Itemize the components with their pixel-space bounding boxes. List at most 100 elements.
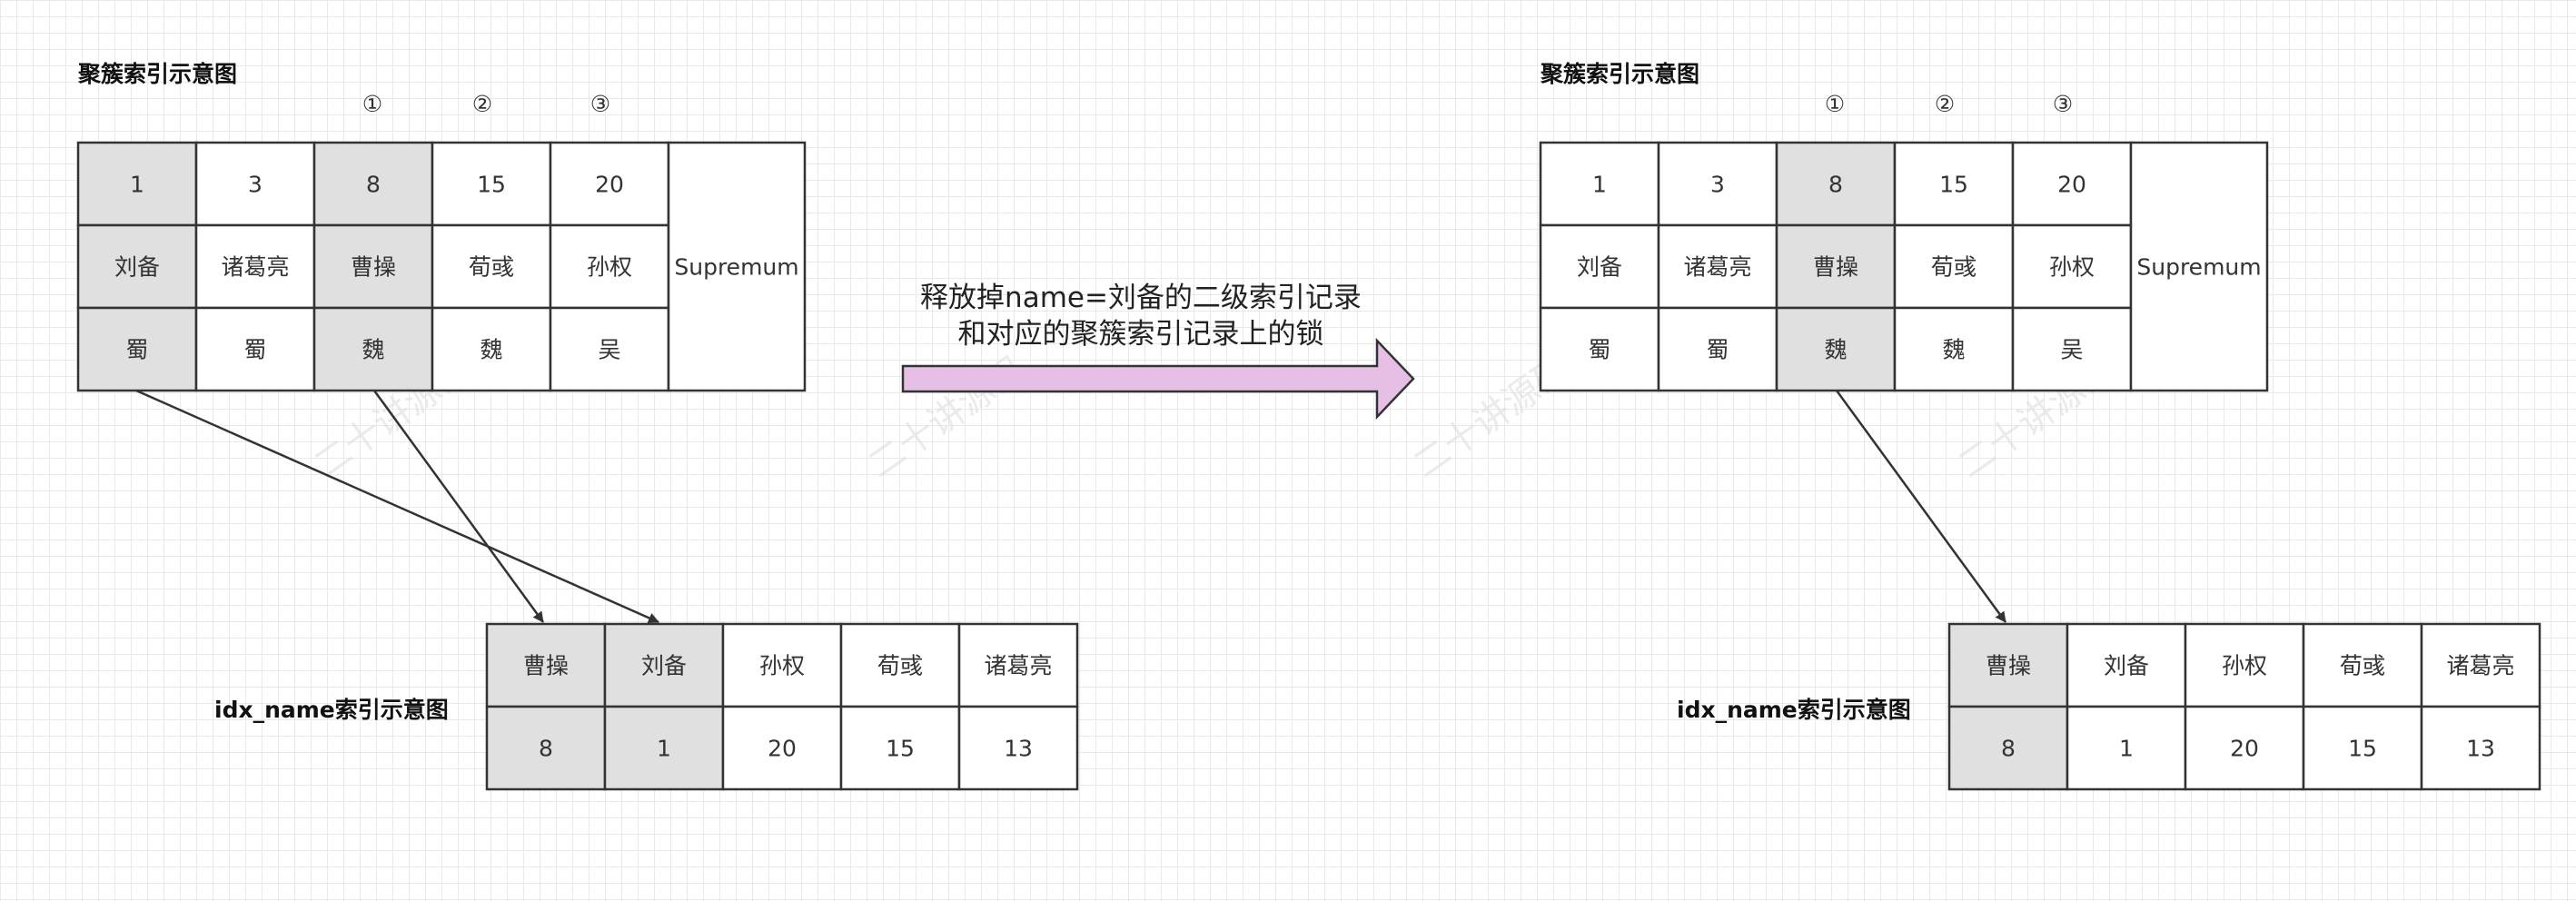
- secondary-cell-text: 孙权: [759, 653, 805, 679]
- clustered-cell: [1893, 306, 2015, 392]
- secondary-cell: [2184, 622, 2305, 708]
- clustered-cell-text: 15: [477, 172, 506, 198]
- supremum-cell: [2129, 141, 2269, 392]
- clustered-cell: [1539, 306, 1660, 392]
- secondary-cell-text: 诸葛亮: [984, 653, 1052, 679]
- clustered-cell: [312, 141, 434, 227]
- secondary-cell: [839, 622, 961, 708]
- clustered-cell: [431, 306, 552, 392]
- secondary-cell-text: 孙权: [2222, 653, 2267, 679]
- clustered-cell-text: 荀彧: [469, 254, 514, 281]
- secondary-cell: [2420, 622, 2541, 708]
- secondary-cell-text: 曹操: [1986, 653, 2031, 679]
- secondary-cell: [721, 705, 843, 791]
- secondary-index-table: 曹操 刘备 孙权 荀彧 诸葛亮 8 1 20 15 13: [1947, 622, 2541, 791]
- secondary-cell: [603, 705, 725, 791]
- secondary-cell-text: 8: [2001, 736, 2016, 762]
- marker-1: ①: [362, 91, 382, 117]
- secondary-cell-text: 15: [886, 736, 915, 762]
- clustered-cell: [549, 223, 670, 310]
- secondary-cell-text: 13: [1004, 736, 1033, 762]
- secondary-cell-text: 20: [768, 736, 797, 762]
- clustered-cell-text: 蜀: [1588, 337, 1610, 363]
- clustered-cell-text: 曹操: [351, 254, 396, 281]
- link-arrow: [1835, 390, 2007, 623]
- clustered-cell: [549, 306, 670, 392]
- secondary-cell-text: 刘备: [2104, 653, 2149, 679]
- link-arrow: [372, 390, 545, 623]
- marker-3: ③: [2053, 91, 2073, 117]
- clustered-index-title: 聚簇索引示意图: [1540, 61, 1699, 87]
- secondary-cell-text: 荀彧: [2340, 653, 2385, 679]
- clustered-cell-text: 吴: [598, 337, 620, 363]
- secondary-cell-text: 荀彧: [877, 653, 923, 679]
- secondary-cell: [485, 705, 607, 791]
- secondary-cell-text: 诸葛亮: [2446, 653, 2514, 679]
- clustered-cell: [312, 306, 434, 392]
- secondary-cell: [2420, 705, 2541, 791]
- clustered-cell-text: 1: [130, 172, 144, 198]
- clustered-cell-text: 8: [1828, 172, 1843, 198]
- secondary-index-table: 曹操 刘备 孙权 荀彧 诸葛亮 8 1 20 15 13: [485, 622, 1079, 791]
- clustered-cell-text: 刘备: [1577, 254, 1622, 281]
- marker-2: ②: [1935, 91, 1955, 117]
- clustered-cell-text: 1: [1592, 172, 1607, 198]
- clustered-cell-text: 蜀: [1706, 337, 1729, 363]
- clustered-cell: [1775, 141, 1897, 227]
- left-panel: 聚簇索引示意图 ① ② ③ 1 3 8 15 20 刘备 诸葛亮 曹操 荀彧: [76, 61, 1079, 791]
- clustered-index-title: 聚簇索引示意图: [77, 61, 237, 87]
- marker-3: ③: [590, 91, 610, 117]
- clustered-cell-text: 魏: [362, 337, 384, 363]
- clustered-cell: [1539, 223, 1660, 310]
- supremum-cell: [667, 141, 807, 392]
- clustered-cell-text: 魏: [480, 337, 502, 363]
- clustered-cell-text: 荀彧: [1931, 254, 1977, 281]
- secondary-cell: [957, 622, 1079, 708]
- marker-1: ①: [1825, 91, 1845, 117]
- clustered-cell-text: 20: [2057, 172, 2086, 198]
- secondary-cell-text: 20: [2230, 736, 2259, 762]
- clustered-cell: [431, 141, 552, 227]
- clustered-cell-text: 刘备: [114, 254, 160, 281]
- secondary-cell-text: 曹操: [523, 653, 569, 679]
- secondary-cell-text: 13: [2466, 736, 2495, 762]
- clustered-cell: [76, 141, 198, 227]
- secondary-cell-text: 1: [657, 736, 671, 762]
- right-panel: 聚簇索引示意图 ① ② ③ 1 3 8 15 20 刘备 诸葛亮 曹操 荀彧 孙…: [1539, 61, 2541, 791]
- clustered-cell: [1775, 306, 1897, 392]
- clustered-cell-text: 孙权: [2049, 254, 2095, 281]
- clustered-cell: [549, 141, 670, 227]
- marker-2: ②: [472, 91, 492, 117]
- clustered-index-table: 1 3 8 15 20 刘备 诸葛亮 曹操 荀彧 孙权 蜀 蜀 魏: [1539, 141, 2269, 392]
- clustered-cell-text: 魏: [1942, 337, 1965, 363]
- secondary-cell: [2066, 622, 2187, 708]
- secondary-index-title: idx_name索引示意图: [1677, 697, 1911, 723]
- secondary-index-title: idx_name索引示意图: [214, 697, 449, 723]
- clustered-cell-text: 魏: [1824, 337, 1847, 363]
- secondary-cell: [1947, 622, 2069, 708]
- clustered-cell-text: 吴: [2060, 337, 2083, 363]
- clustered-cell-text: 诸葛亮: [1683, 254, 1751, 281]
- secondary-cell-text: 8: [539, 736, 553, 762]
- clustered-cell-text: 3: [1710, 172, 1725, 198]
- secondary-cell-text: 1: [2119, 736, 2134, 762]
- clustered-cell-text: 20: [595, 172, 624, 198]
- clustered-cell: [1775, 223, 1897, 310]
- clustered-cell-text: 孙权: [587, 254, 632, 281]
- clustered-cell-text: 8: [366, 172, 381, 198]
- clustered-cell-text: 15: [1939, 172, 1968, 198]
- clustered-index-table: 1 3 8 15 20 刘备 诸葛亮 曹操 荀彧 孙权 蜀 蜀: [76, 141, 807, 392]
- clustered-cell: [431, 223, 552, 310]
- clustered-cell: [2011, 306, 2133, 392]
- arrow-label-line-2: 和对应的聚簇索引记录上的锁: [958, 318, 1324, 351]
- clustered-cell: [1657, 141, 1778, 227]
- clustered-cell: [194, 306, 316, 392]
- transition-arrow: 释放掉name=刘备的二级索引记录 和对应的聚簇索引记录上的锁: [901, 282, 1415, 421]
- supremum-label: Supremum: [674, 254, 798, 281]
- link-arrow: [135, 389, 659, 624]
- clustered-cell-text: 曹操: [1813, 254, 1858, 281]
- secondary-cell-text: 15: [2348, 736, 2377, 762]
- supremum-label: Supremum: [2136, 254, 2261, 281]
- clustered-cell-text: 蜀: [125, 337, 148, 363]
